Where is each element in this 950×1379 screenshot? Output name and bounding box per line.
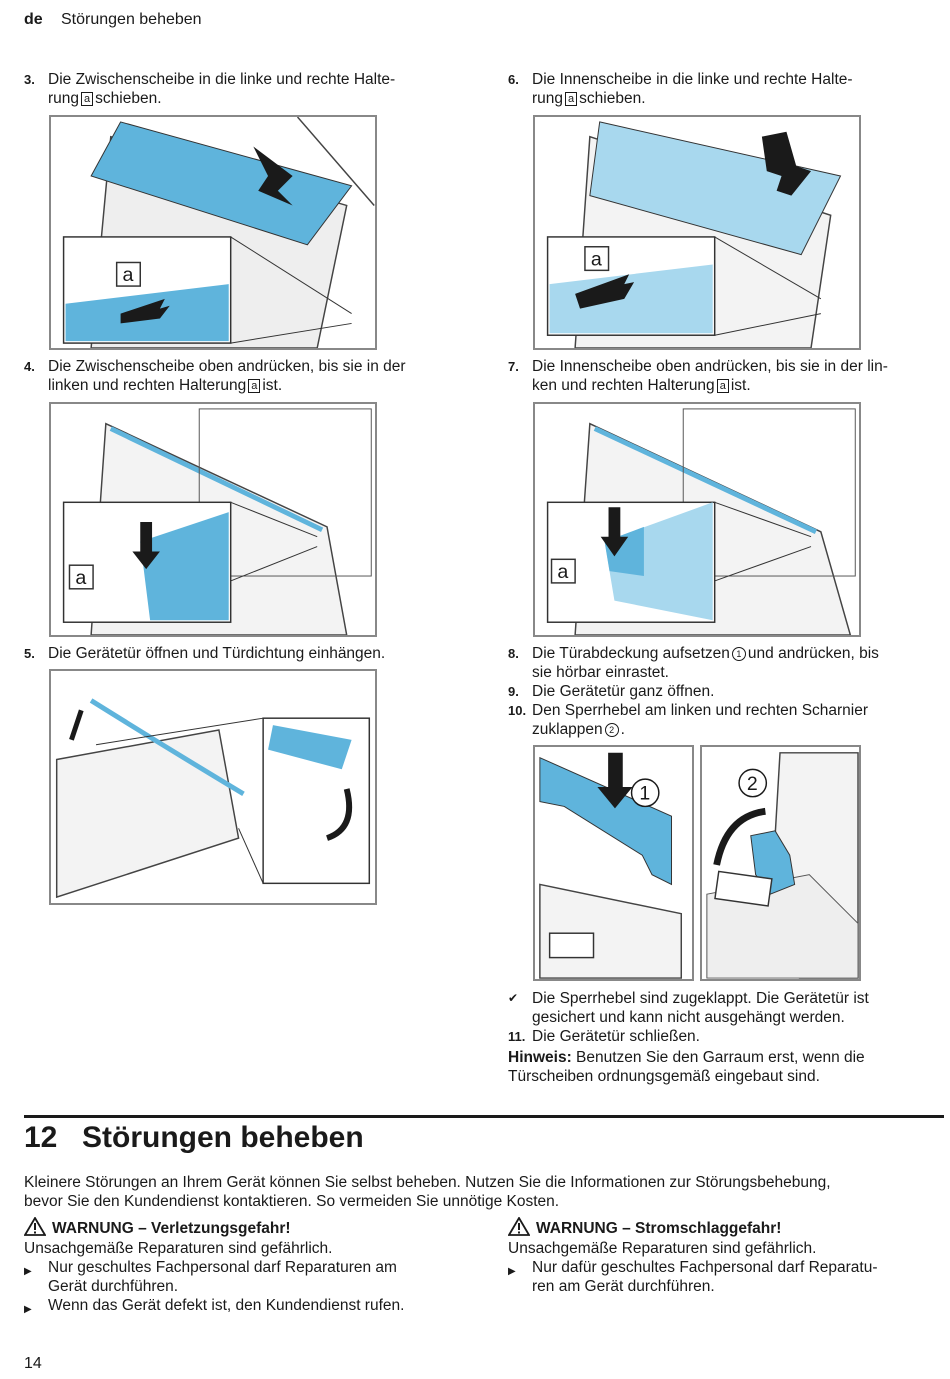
step-text: Die Zwischenscheibe oben andrücken, bis … [48,357,406,395]
step-number: 7. [508,359,519,374]
step-number: 5. [24,646,35,661]
bullet-arrow-icon: ▶ [24,1304,32,1315]
note-label: Hinweis: [508,1049,572,1066]
illustration-insert-inner-pane: a [546,121,842,348]
step-line: Die Sperrhebel sind zugeklappt. Die Gerä… [532,990,869,1007]
warning-left-bullet-2: ▶ Wenn das Gerät defekt ist, den Kundend… [24,1296,484,1316]
step-line: gesichert und kann nicht ausgehängt werd… [532,1009,845,1026]
step-number: 3. [24,72,35,87]
step-9: 9. Die Gerätetür ganz öffnen. [508,682,948,702]
page-number: 14 [24,1355,42,1372]
warning-left-text: Unsachgemäße Reparaturen sind gefährlich… [24,1240,333,1257]
note: Hinweis: Benutzen Sie den Garraum erst, … [508,1048,948,1086]
chapter-divider [24,1115,944,1118]
step-3: 3. Die Zwischenscheibe in die linke und … [24,70,464,110]
callout-a: a [81,92,94,106]
chapter-intro: Kleinere Störungen an Ihrem Gerät können… [24,1173,944,1211]
illustration-close-lock-lever: 2 [706,752,859,979]
bullet-arrow-icon: ▶ [24,1266,32,1277]
step-number: 6. [508,72,519,87]
callout-a: a [248,379,261,393]
warning-left-title: WARNUNG – Verletzungsgefahr! [24,1217,484,1238]
note-line: Türscheiben ordnungsgemäß eingebaut sind… [508,1068,820,1085]
callout-a: a [565,92,578,106]
illustration-press-middle-pane: a [62,408,372,635]
step-4: 4. Die Zwischenscheibe oben andrücken, b… [24,357,464,397]
figure-step-5 [49,669,377,905]
step-line: Den Sperrhebel am linken und rechten Sch… [532,702,869,719]
figure-label-1: 1 [639,783,650,805]
figure-step-8-door-cover: 1 [533,745,694,981]
step-number: 8. [508,646,519,661]
figure-label-a: a [123,264,134,286]
warning-triangle-icon [24,1217,46,1236]
step-line: sie hörbar einrastet. [532,664,669,681]
warning-right-title: WARNUNG – Stromschlaggefahr! [508,1217,948,1238]
warning-triangle-icon [508,1217,530,1236]
step-number: 9. [508,684,519,699]
step-line: Die Zwischenscheibe oben andrücken, bis … [48,358,406,375]
step-line: Die Innenscheibe oben andrücken, bis sie… [532,358,888,375]
chapter-heading: 12 Störungen beheben [24,1121,364,1155]
illustration-insert-middle-pane: a [62,117,375,348]
callout-1: 1 [731,647,746,661]
bullet-arrow-icon: ▶ [508,1266,516,1277]
illustration-attach-door-seal [55,698,371,899]
step-text: Die Innenscheibe oben andrücken, bis sie… [532,357,888,395]
chapter-number: 12 [24,1121,58,1154]
illustration-attach-door-cover: 1 [539,752,683,979]
figure-step-3: a [49,115,377,350]
step-5: 5. Die Gerätetür öffnen und Türdichtung … [24,644,464,664]
header-title: Störungen beheben [61,11,202,28]
warning-right-bullet-1: ▶ Nur dafür geschultes Fachpersonal darf… [508,1259,878,1295]
figure-step-6: a [533,115,861,350]
result-checkmark: ✔ [508,991,519,1005]
step-text: Die Innenscheibe in die linke und rechte… [532,70,853,108]
intro-line: bevor Sie den Kundendienst kontaktieren.… [24,1193,560,1210]
step-text: Den Sperrhebel am linken und rechten Sch… [532,701,868,739]
figure-label-a: a [591,248,602,270]
callout-a: a [716,379,729,393]
figure-label-a: a [75,567,86,589]
step-result: ✔ Die Sperrhebel sind zugeklappt. Die Ge… [508,989,948,1029]
step-text: Die Zwischenscheibe in die linke und rec… [48,70,395,108]
step-number: 11. [508,1029,526,1044]
step-text: Die Gerätetür öffnen und Türdichtung ein… [48,645,386,662]
warning-left-bullet-1: ▶ Nur geschultes Fachpersonal darf Repar… [24,1259,397,1295]
illustration-press-inner-pane: a [546,408,856,635]
step-text: Die Gerätetür schließen. [532,1028,700,1045]
step-11: 11. Die Gerätetür schließen. [508,1027,948,1047]
callout-2: 2 [604,723,619,737]
step-number: 10. [508,703,527,718]
note-line: Hinweis: Benutzen Sie den Garraum erst, … [508,1049,865,1066]
step-line: Die Zwischenscheibe in die linke und rec… [48,71,396,88]
figure-step-10-lock-lever: 2 [700,745,861,981]
step-6: 6. Die Innenscheibe in die linke und rec… [508,70,948,110]
step-number: 4. [24,359,35,374]
figure-label-a: a [557,561,568,583]
warning-right-text: Unsachgemäße Reparaturen sind gefährlich… [508,1240,817,1257]
chapter-title: Störungen beheben [82,1121,364,1154]
intro-line: Kleinere Störungen an Ihrem Gerät können… [24,1174,831,1191]
step-7: 7. Die Innenscheibe oben andrücken, bis … [508,357,948,397]
step-10: 10. Den Sperrhebel am linken und rechten… [508,701,948,741]
figure-step-4: a [49,402,377,637]
step-text: Die Sperrhebel sind zugeklappt. Die Gerä… [532,989,869,1027]
step-text: Die Gerätetür ganz öffnen. [532,683,715,700]
figure-label-2: 2 [747,773,758,795]
step-line: Die Innenscheibe in die linke und rechte… [532,71,853,88]
figure-step-7: a [533,402,861,637]
header-language: de [24,11,43,28]
